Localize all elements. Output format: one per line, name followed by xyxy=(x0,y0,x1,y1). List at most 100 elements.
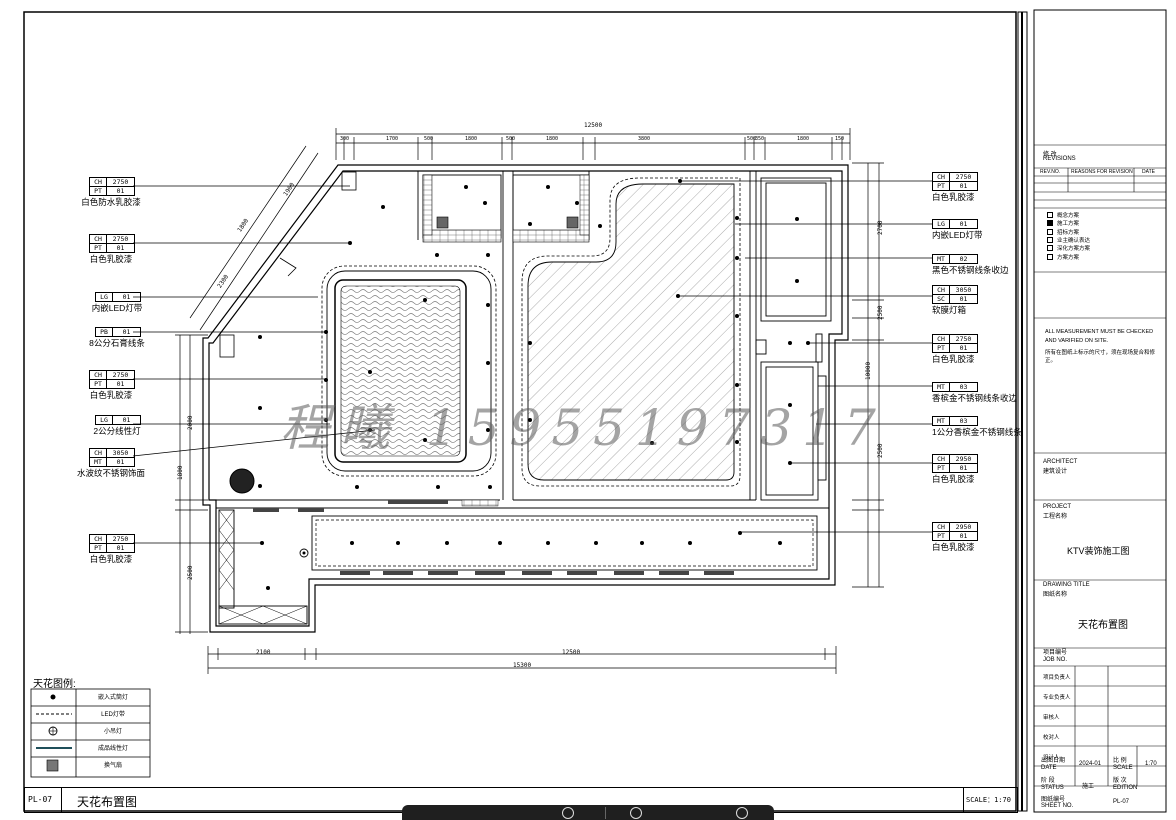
tag-value: 2750 xyxy=(955,335,972,343)
ripple-ceiling xyxy=(321,265,497,477)
revision-checkbox xyxy=(1047,236,1053,243)
tag-code: CH xyxy=(90,449,107,457)
legend-label: 成品线性灯 xyxy=(97,746,128,752)
tag-description: 白色防水乳胶漆 xyxy=(81,197,141,207)
left-leader-lines xyxy=(132,185,376,544)
architect-en: ARCHITECT xyxy=(1043,459,1078,465)
tag-value: 01 xyxy=(116,380,125,388)
role-label: 校对人 xyxy=(1043,735,1060,741)
diagonal-dimension-lines xyxy=(189,145,319,331)
tag-code: PT xyxy=(90,544,107,552)
tag-code: PT xyxy=(933,182,950,190)
top-dimension-seg: 1800 xyxy=(797,136,810,142)
tag-description: 8公分石膏线条 xyxy=(89,338,145,348)
round-column-icon xyxy=(229,468,255,494)
viewer-rotate-icon[interactable] xyxy=(562,807,574,819)
left-dimension-seg-2: 2000 xyxy=(187,415,194,430)
left-dimension-seg-3: 2500 xyxy=(187,565,194,580)
right-dimension-seg-4: 2500 xyxy=(877,305,884,320)
downlight-icon xyxy=(50,694,56,700)
tag-value: 03 xyxy=(959,417,968,425)
tag-value: 02 xyxy=(959,255,968,263)
revision-item-label: 深化方案方案 xyxy=(1057,246,1091,253)
left-dimension-seg-1: 1800 xyxy=(177,465,184,480)
viewer-divider xyxy=(605,807,606,819)
top-dimension-seg: 500 xyxy=(506,136,516,142)
project-en: PROJECT xyxy=(1043,504,1072,510)
tag-code: CH xyxy=(933,523,950,531)
sheet-title-label: 天花布置图 xyxy=(77,795,138,809)
pendant-light-icon xyxy=(48,726,58,736)
tag-description: 白色乳胶漆 xyxy=(89,554,133,564)
tag-value: 03 xyxy=(959,383,968,391)
tag-value: 01 xyxy=(959,182,968,190)
corridor-ceiling xyxy=(218,509,818,625)
date-label: 出图日期 DATE xyxy=(1041,758,1066,771)
revision-checkbox xyxy=(1047,245,1053,252)
job-no-label: 项目编号 JOB NO. xyxy=(1043,650,1068,663)
sheet-id-label: PL-07 xyxy=(28,795,53,804)
title-block: 修 改 REVISIONS REV.NO. REASONS FOR REVISI… xyxy=(1037,10,1166,810)
viewer-zoom-in-icon[interactable] xyxy=(736,807,748,819)
right-leader-lines xyxy=(678,180,932,533)
tag-value: 01 xyxy=(959,532,968,540)
title-block-frame xyxy=(1033,9,1167,813)
tag-code: PT xyxy=(933,464,950,472)
revision-item-label: 施工方案 xyxy=(1057,221,1080,228)
tag-code: PT xyxy=(933,532,950,540)
drawing-title-cn: 图纸名称 xyxy=(1043,592,1068,598)
bottom-dimension-seg-2: 12500 xyxy=(562,649,581,656)
top-dimension-total: 12500 xyxy=(584,122,603,129)
tag-description: 白色乳胶漆 xyxy=(932,474,975,484)
top-dimension-small: 350 xyxy=(755,136,765,142)
tag-value: 01 xyxy=(116,244,125,252)
tag-value: 01 xyxy=(959,344,968,352)
tag-description: 内嵌LED灯带 xyxy=(932,230,983,240)
tag-code: MT xyxy=(933,255,950,263)
tag-value: 2750 xyxy=(112,371,129,379)
revision-item-label: 招标方案 xyxy=(1057,229,1080,236)
scale-label: 比 例 SCALE xyxy=(1113,758,1133,771)
role-label: 设计人 xyxy=(1043,755,1060,761)
outer-walls xyxy=(202,164,849,633)
legend-label: LED灯带 xyxy=(101,712,125,718)
legend-label: 换气扇 xyxy=(103,763,122,769)
tag-code: LG xyxy=(96,416,113,424)
project-name: KTV装饰施工图 xyxy=(1067,546,1130,556)
architect-cn: 建筑设计 xyxy=(1043,469,1068,475)
tag-value: 01 xyxy=(122,328,131,336)
revision-checkbox xyxy=(1047,220,1053,227)
tag-code: LG xyxy=(96,293,113,301)
bottom-dimension-total: 15300 xyxy=(513,662,532,669)
viewer-zoom-out-icon[interactable] xyxy=(630,807,642,819)
note-en: ALL MEASUREMENT MUST BE CHECKED AND VARI… xyxy=(1045,329,1154,344)
role-label: 专业负责人 xyxy=(1043,695,1071,701)
legend-title: 天花图例: xyxy=(33,679,76,690)
tag-value: 2750 xyxy=(112,178,129,186)
tag-code: MT xyxy=(933,383,950,391)
revision-checkbox xyxy=(1047,228,1053,235)
legend-label: 小吊灯 xyxy=(103,729,122,735)
rev-header-date: DATE xyxy=(1142,169,1155,175)
exhaust-fan-icon xyxy=(436,216,449,229)
tag-code: CH xyxy=(90,535,107,543)
tag-code: PB xyxy=(96,328,113,336)
revision-checkbox xyxy=(1047,253,1053,260)
tag-code: LG xyxy=(933,220,950,228)
top-dimension-seg: 1800 xyxy=(546,136,559,142)
drawing-name: 天花布置图 xyxy=(1078,620,1128,631)
top-dimension-seg: 150 xyxy=(835,136,845,142)
revision-item-label: 概念方案 xyxy=(1057,213,1080,219)
tag-code: MT xyxy=(933,417,950,425)
tag-code: PT xyxy=(933,344,950,352)
tag-value: 01 xyxy=(122,293,131,301)
tag-code: CH xyxy=(933,455,950,463)
viewer-toolbar[interactable] xyxy=(402,805,774,820)
tag-description: 黑色不锈钢线条收边 xyxy=(932,265,1009,275)
tag-value: 2750 xyxy=(112,235,129,243)
note-cn: 所有在图纸上标示的尺寸，须在现场复合和修正。 xyxy=(1045,350,1156,364)
tag-code: CH xyxy=(90,371,107,379)
tag-code: PT xyxy=(90,244,107,252)
tag-code: MT xyxy=(90,458,107,466)
